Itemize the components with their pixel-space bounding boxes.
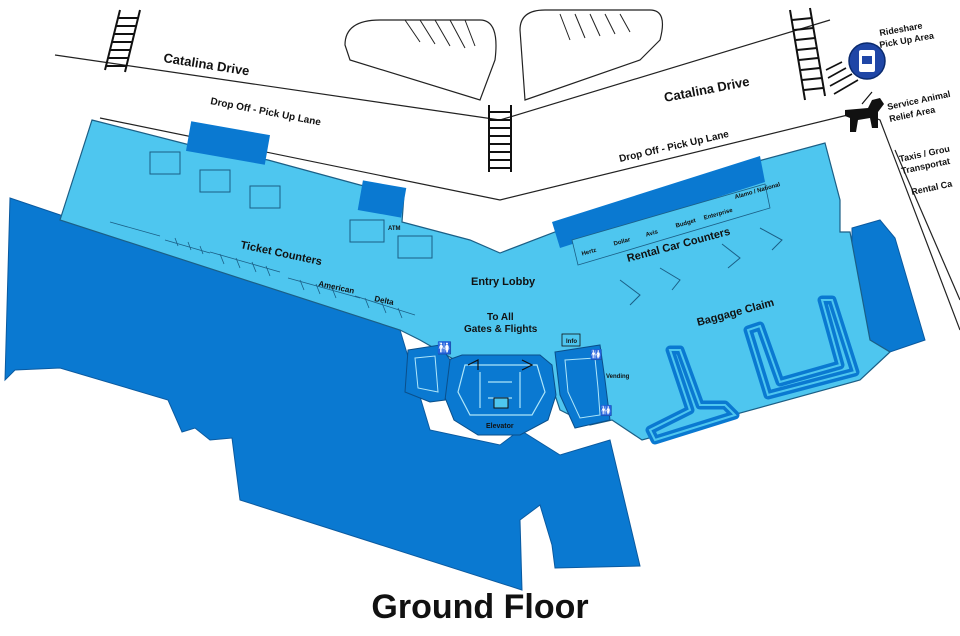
rental-company: Budget [675, 218, 697, 229]
rental-car-strip [552, 156, 765, 248]
page-title: Ground Floor [371, 588, 589, 626]
stall-lines [559, 13, 631, 41]
counter-block [357, 180, 407, 218]
restroom-block-right-inner [564, 357, 601, 419]
restroom-icon: 🚻 [600, 404, 612, 417]
crosswalk-rungs [106, 17, 138, 67]
crosswalk-rungs [791, 17, 824, 91]
carousel-left-inner [648, 349, 737, 442]
rental-cars-label: Rental Ca [910, 178, 954, 197]
crosswalk-rail [104, 9, 121, 71]
carousel-right-inner [746, 299, 857, 397]
rotunda-inner [457, 364, 546, 416]
area-label: ATM [388, 226, 401, 232]
rental-company: Avis [645, 229, 659, 238]
crosswalk-rail [809, 7, 826, 97]
road-label: Catalina Drive [163, 50, 251, 78]
rental-company: Dollar [613, 237, 632, 248]
rental-company: Hertz [581, 248, 597, 258]
restroom-block-left-inner [414, 355, 439, 393]
area-label: Entry Lobby [471, 276, 536, 288]
road-label: Catalina Drive [663, 74, 751, 105]
seating-clusters [149, 151, 783, 306]
crosswalk-rail [124, 9, 141, 73]
area-label: Delta [374, 294, 396, 307]
rental-booths: Hertz Dollar Avis Budget Enterprise Alam… [571, 182, 781, 266]
crosswalk-right [789, 7, 826, 101]
seating-group [249, 185, 281, 209]
island-left [344, 19, 497, 101]
seating-group [349, 219, 385, 243]
parking-stalls [404, 13, 631, 49]
desk-row [109, 221, 161, 237]
seating-group [397, 235, 433, 259]
info-desk[interactable] [561, 333, 581, 347]
booth-strip [571, 183, 771, 266]
area-label: Info [566, 339, 577, 345]
crosswalk-rungs [489, 111, 511, 169]
lane-label: Drop Off - Pick Up Lane [618, 129, 730, 165]
crosswalk-left [104, 9, 141, 73]
counter-block [186, 121, 270, 165]
island-right [519, 9, 663, 101]
restroom-icon: 🚻 [590, 348, 602, 361]
seating-group [619, 227, 783, 306]
desk-row [287, 277, 361, 299]
restroom-block-left [404, 344, 451, 403]
crosswalk-center [488, 105, 512, 172]
road-edge [894, 149, 960, 301]
crosswalk-rail [789, 9, 806, 101]
rideshare-icon[interactable] [848, 42, 886, 80]
rideshare-car [862, 56, 872, 64]
area-label: Elevator [486, 423, 514, 430]
dog-leash [861, 91, 873, 105]
area-label: Gates & Flights [464, 324, 538, 335]
hatch-lines [825, 61, 859, 95]
area-label: To All [487, 312, 514, 323]
baggage-carousels-inner [648, 299, 857, 442]
elevator-icon[interactable] [493, 397, 509, 409]
dog-silhouette [845, 98, 884, 132]
desk-row [209, 251, 281, 277]
central-rotunda [443, 354, 557, 436]
restroom-icon: 🚻 [437, 341, 452, 355]
stall-lines [404, 19, 476, 49]
rideshare-hatch [825, 61, 859, 95]
lane-label: Drop Off - Pick Up Lane [209, 96, 322, 128]
seating-group [149, 151, 181, 175]
service-dog-icon [845, 91, 884, 132]
desk-row [354, 295, 416, 319]
escalator-icon [467, 359, 534, 371]
seating-group [199, 169, 231, 193]
road-edge [54, 19, 831, 121]
desk-row [164, 237, 211, 255]
ticket-counter-desks [109, 221, 416, 319]
area-label: Vending [606, 374, 630, 380]
